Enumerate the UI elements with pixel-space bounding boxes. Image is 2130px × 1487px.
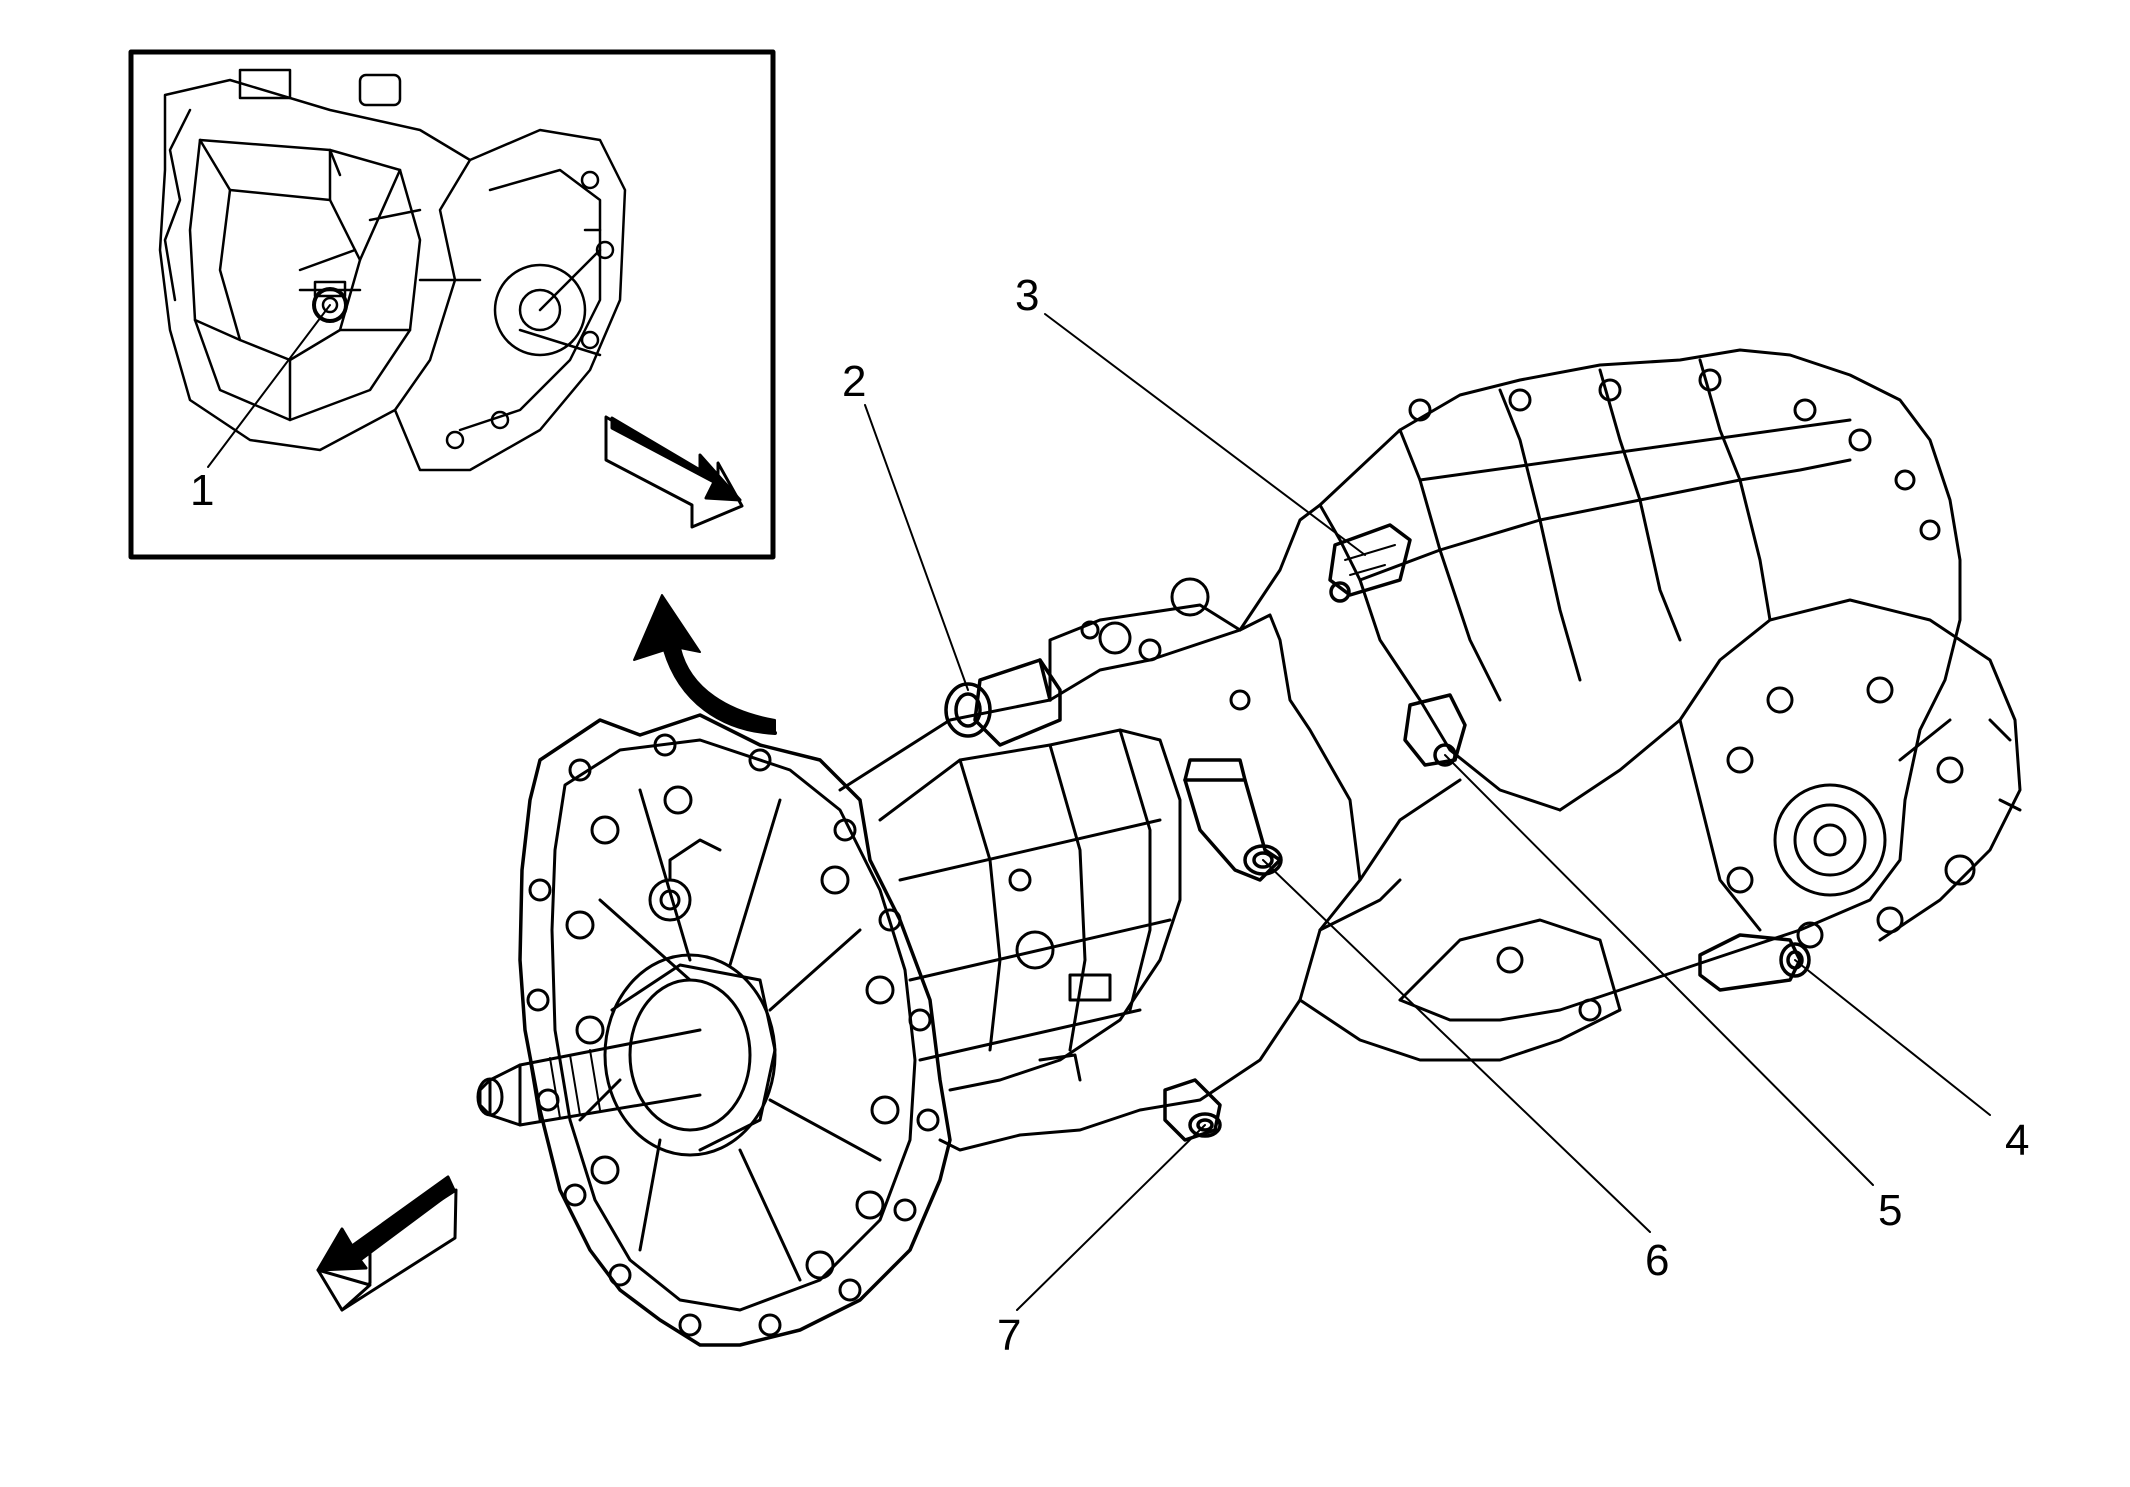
main-transmission xyxy=(476,348,2022,1347)
sensor-7 xyxy=(1163,1078,1222,1142)
callout-1: 1 xyxy=(190,466,214,515)
inset-transmission xyxy=(158,68,627,472)
callout-5: 5 xyxy=(1878,1186,1902,1235)
callout-labels: 1 2 3 4 5 6 7 xyxy=(190,271,2029,1360)
leader-lines xyxy=(207,304,1991,1311)
leader-line-3 xyxy=(1044,313,1366,556)
sensor-5 xyxy=(1403,693,1467,767)
leader-line-6 xyxy=(1262,859,1651,1233)
curved-arrow-icon xyxy=(633,594,777,735)
callout-4: 4 xyxy=(2005,1116,2029,1165)
front-direction-arrow xyxy=(316,1175,458,1312)
inset-direction-arrow xyxy=(604,415,744,529)
leader-line-5 xyxy=(1444,754,1874,1186)
sensor-3 xyxy=(1328,523,1412,603)
sensor-6 xyxy=(1183,758,1283,882)
callout-7: 7 xyxy=(997,1311,1021,1360)
sensor-4 xyxy=(1698,933,1811,992)
leader-line-4 xyxy=(1794,959,1991,1116)
leader-line-7 xyxy=(1016,1124,1206,1311)
callout-2: 2 xyxy=(842,357,866,406)
leader-line-1 xyxy=(207,304,331,468)
callout-3: 3 xyxy=(1015,271,1039,320)
leader-line-2 xyxy=(864,404,969,691)
sensor-2 xyxy=(944,658,1062,747)
inset-box xyxy=(128,49,776,560)
callout-6: 6 xyxy=(1645,1236,1669,1285)
